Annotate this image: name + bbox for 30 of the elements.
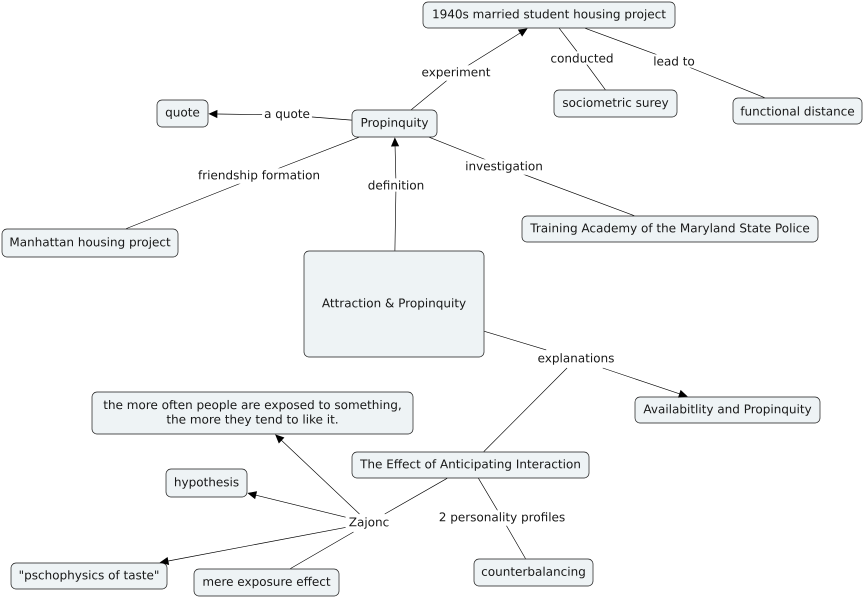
concept-box: Propinquity [352, 110, 438, 138]
edge-label: 2 personality profiles [436, 510, 568, 526]
edge-label: investigation [463, 159, 545, 175]
connector-line [384, 478, 448, 514]
edge-label: experiment [420, 65, 492, 81]
concept-box: hypothesis [166, 468, 248, 498]
concept-box: functional distance [732, 98, 862, 124]
connector-line [483, 368, 568, 452]
concept-box: the more often people are exposed to something, the more they tend to like it. [92, 392, 414, 434]
arrow [160, 527, 346, 565]
edge-label: lead to [651, 54, 697, 68]
concept-box: Availabitlity and Propinquity [634, 396, 820, 424]
connector-line [290, 532, 354, 569]
edge-label: friendship formation [196, 168, 322, 184]
concept-box: sociometric surey [554, 90, 678, 118]
connector-line [484, 330, 547, 350]
edge-label: definition [366, 178, 426, 192]
concept-box: counterbalancing [474, 558, 594, 586]
concept-box: The Effect of Anticipating Interaction [352, 452, 590, 478]
concept-box: Attraction & Propinquity [304, 250, 484, 358]
concept-box: "pschophysics of taste" [10, 562, 168, 590]
concept-box: 1940s married student housing project [422, 2, 676, 28]
edge-label: a quote [262, 108, 312, 122]
linking-text: Zajonc [346, 514, 392, 532]
edge-label: conducted [548, 51, 616, 65]
linking-text: explanations [534, 350, 618, 368]
concept-box: quote [156, 100, 208, 128]
concept-box: mere exposure effect [194, 568, 340, 596]
concept-box: Manhattan housing project [2, 228, 178, 258]
concept-box: Training Academy of the Maryland State Police [522, 216, 818, 242]
